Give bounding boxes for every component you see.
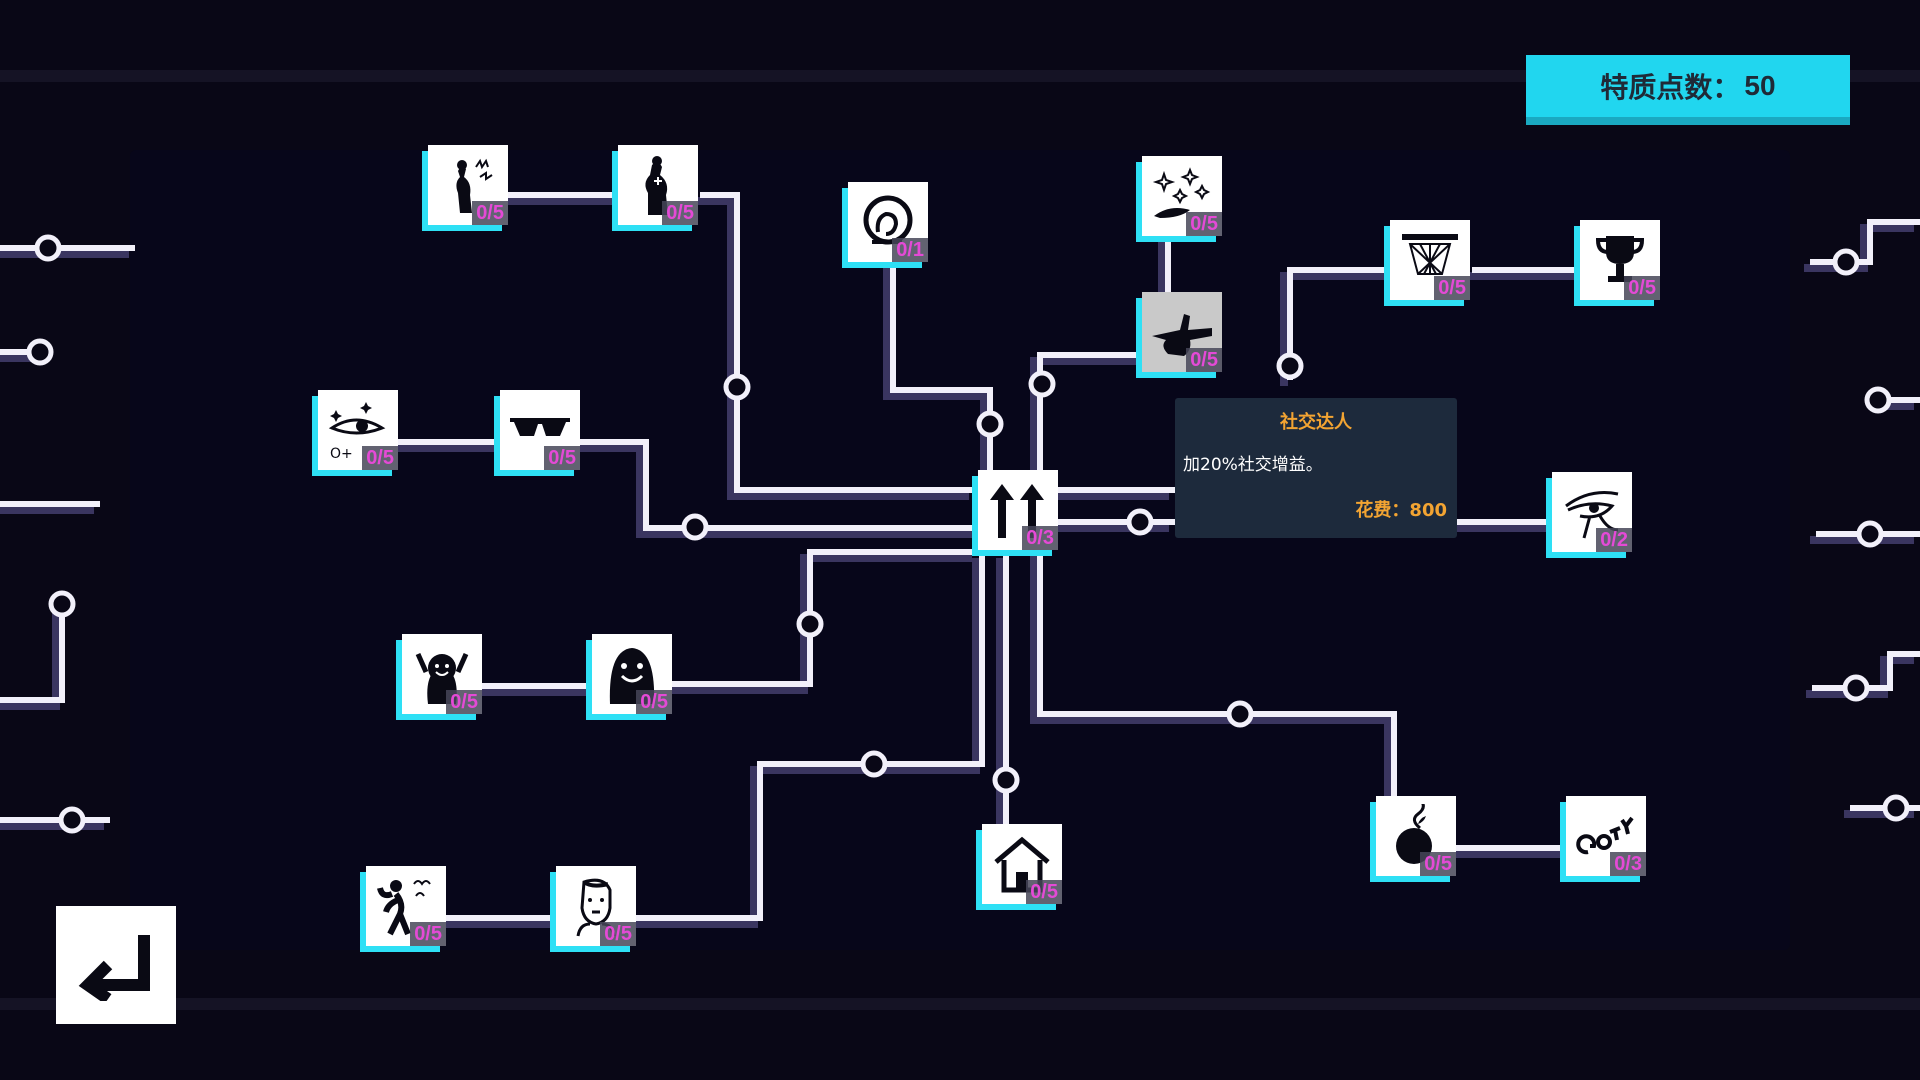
junction-node — [976, 410, 1004, 438]
return-arrow-icon — [78, 935, 150, 1001]
skill-node-social-master[interactable]: 0/5 — [1136, 292, 1222, 378]
junction-node — [58, 806, 86, 834]
junction-node — [1126, 508, 1154, 536]
connection-line — [636, 552, 985, 921]
skill-node-core-upgrade[interactable]: 0/3 — [972, 470, 1058, 556]
connection-line-shadow — [1030, 556, 1392, 802]
junction-node — [1226, 700, 1254, 728]
skill-count: 0/5 — [410, 922, 446, 946]
trait-points-label: 特质点数： — [1600, 72, 1741, 103]
junction-node — [26, 338, 54, 366]
skill-node-fitness-muscle[interactable]: 0/5 — [612, 145, 698, 231]
skill-count: 0/1 — [892, 238, 928, 262]
junction-node — [1864, 386, 1892, 414]
skill-node-egyptian-eye[interactable]: 0/2 — [1546, 472, 1632, 558]
top-divider — [0, 70, 1920, 82]
junction-node — [34, 234, 62, 262]
connection-line — [700, 192, 975, 493]
skill-count: 0/5 — [662, 201, 698, 225]
junction-node — [860, 750, 888, 778]
skill-node-goty[interactable]: 0/3 — [1560, 796, 1646, 882]
pointing-hand-icon — [1142, 292, 1222, 372]
connection-line — [580, 439, 978, 531]
skill-count: 0/2 — [1596, 528, 1632, 552]
skill-count: 0/5 — [636, 690, 672, 714]
junction-node — [1832, 248, 1860, 276]
tooltip-cost-value: 800 — [1409, 500, 1447, 521]
skill-count: 0/5 — [1434, 276, 1470, 300]
skill-node-happy-cheer[interactable]: 0/5 — [396, 634, 482, 720]
skill-node-bomb[interactable]: 0/5 — [1370, 796, 1456, 882]
skill-node-meditation[interactable]: 0/1 — [842, 182, 928, 268]
junction-node — [1882, 794, 1910, 822]
back-button[interactable] — [56, 906, 176, 1024]
skill-count: 0/5 — [1624, 276, 1660, 300]
skill-count: 0/3 — [1022, 526, 1058, 550]
junction-node — [723, 373, 751, 401]
junction-node — [1276, 352, 1304, 380]
junction-node — [796, 610, 824, 638]
skill-count: 0/5 — [362, 446, 398, 470]
connection-line-shadow — [574, 444, 972, 538]
skill-node-dance-pose[interactable]: 0/5 — [360, 866, 446, 952]
tooltip-cost-label: 花费： — [1355, 500, 1410, 521]
sunglasses-icon — [500, 390, 580, 470]
skill-count: 0/5 — [1420, 852, 1456, 876]
connection-line-shadow — [694, 197, 969, 500]
skill-node-fitness-muscle-hair[interactable]: 0/5 — [422, 145, 508, 231]
skill-node-beauty-eye[interactable]: O+ 0/5 — [312, 390, 398, 476]
junction-node — [992, 766, 1020, 794]
junction-node — [681, 513, 709, 541]
svg-text:O+: O+ — [330, 446, 353, 462]
connection-line-shadow — [630, 558, 980, 928]
junction-node — [48, 590, 76, 618]
connection-line — [0, 604, 65, 703]
skill-count: 0/5 — [600, 922, 636, 946]
connection-line-shadow — [1280, 272, 1416, 386]
connection-line — [890, 262, 993, 470]
trait-points-display: 特质点数： 50 — [1526, 55, 1850, 117]
skill-tooltip: 社交达人 加20%社交增益。 花费：800 — [1175, 398, 1457, 538]
skill-node-home[interactable]: 0/5 — [976, 824, 1062, 910]
skill-count: 0/5 — [1026, 880, 1062, 904]
skill-count: 0/5 — [472, 201, 508, 225]
skill-node-trophy[interactable]: 0/5 — [1574, 220, 1660, 306]
connection-line — [1037, 550, 1397, 796]
connection-line-shadow — [0, 610, 60, 710]
trait-points-value: 50 — [1744, 70, 1776, 101]
skill-node-cool-glasses[interactable]: 0/5 — [494, 390, 580, 476]
skill-count: 0/5 — [1186, 348, 1222, 372]
skill-node-sport-basketball[interactable]: 0/5 — [1384, 220, 1470, 306]
skill-count: 0/5 — [544, 446, 580, 470]
skill-count: 0/5 — [1186, 212, 1222, 236]
junction-node — [1856, 520, 1884, 548]
connection-line-shadow — [883, 268, 988, 476]
connection-line — [1287, 267, 1422, 380]
skill-node-charm-sparkles[interactable]: 0/5 — [1136, 156, 1222, 242]
skill-count: 0/5 — [446, 690, 482, 714]
connection-line — [1037, 352, 1142, 470]
tooltip-cost: 花费：800 — [1355, 496, 1447, 522]
junction-node — [1842, 674, 1870, 702]
skill-node-happy-smile[interactable]: 0/5 — [586, 634, 672, 720]
junction-node — [1028, 370, 1056, 398]
tooltip-description: 加20%社交增益。 — [1183, 455, 1323, 475]
skill-count: 0/3 — [1610, 852, 1646, 876]
cheering-blob-icon — [402, 634, 482, 714]
connection-line-shadow — [1030, 357, 1136, 476]
skill-node-portrait-face[interactable]: 0/5 — [550, 866, 636, 952]
tooltip-title: 社交达人 — [1280, 412, 1352, 433]
bottom-divider — [0, 998, 1920, 1010]
